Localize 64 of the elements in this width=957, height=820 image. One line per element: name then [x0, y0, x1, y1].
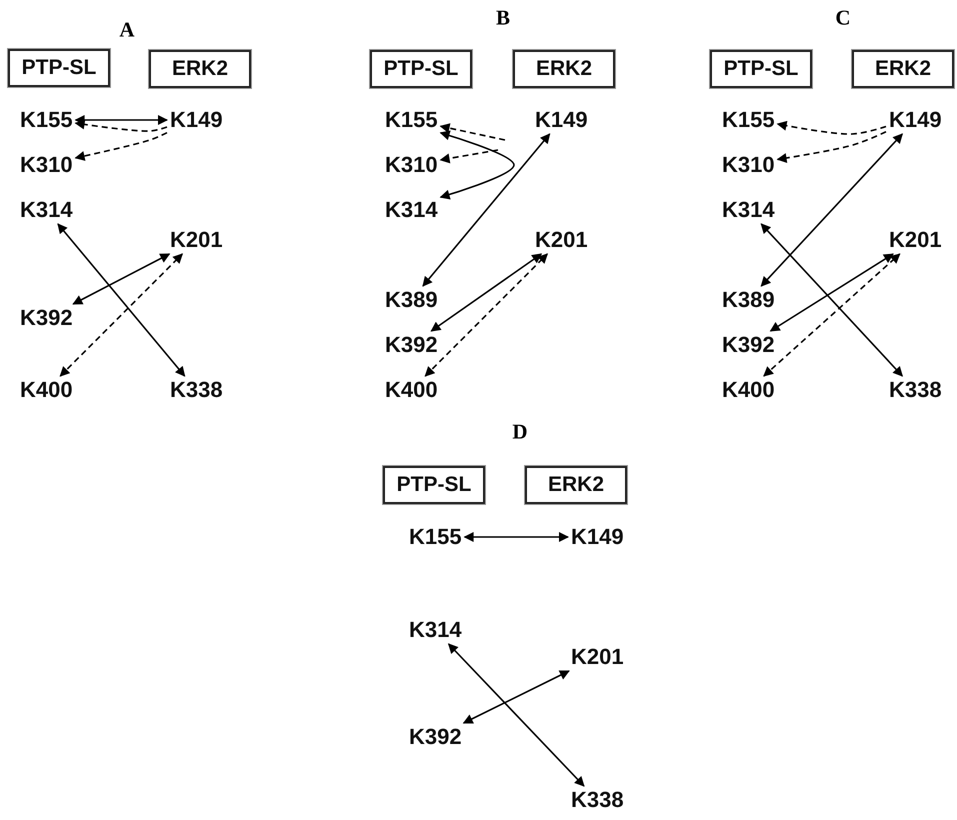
arrow: [760, 223, 903, 377]
protein-box: ERK2: [513, 50, 615, 88]
residue-label: K310: [719, 151, 778, 179]
residue-label: K155: [17, 106, 76, 134]
panel-letter: A: [119, 18, 135, 42]
residue-label: K338: [568, 786, 627, 814]
arrow: [422, 133, 550, 287]
residue-label: K400: [719, 376, 778, 404]
protein-box: PTP-SL: [710, 50, 812, 88]
arrow: [440, 130, 515, 200]
protein-box: ERK2: [852, 50, 954, 88]
residue-label: K201: [167, 226, 226, 254]
arrow: [776, 120, 886, 135]
arrow: [57, 223, 186, 377]
residue-label: K389: [382, 286, 441, 314]
panel-letter: D: [512, 420, 528, 444]
panel-letter: C: [835, 6, 851, 30]
arrow: [448, 643, 585, 787]
protein-box: ERK2: [525, 466, 627, 504]
protein-box: PTP-SL: [370, 50, 472, 88]
arrow: [440, 149, 498, 164]
arrow: [760, 133, 903, 287]
residue-label: K155: [382, 106, 441, 134]
residue-label: K310: [382, 151, 441, 179]
arrow: [424, 253, 548, 377]
residue-label: K400: [17, 376, 76, 404]
residue-label: K392: [382, 331, 441, 359]
arrow: [60, 253, 183, 377]
residue-label: K392: [17, 304, 76, 332]
residue-label: K338: [167, 376, 226, 404]
arrow: [74, 120, 168, 132]
residue-label: K400: [382, 376, 441, 404]
residue-label: K310: [17, 151, 76, 179]
arrow: [430, 253, 542, 332]
residue-label: K201: [532, 226, 591, 254]
residue-label: K149: [568, 523, 627, 551]
arrow: [74, 115, 168, 125]
residue-label: K149: [532, 106, 591, 134]
residue-label: K314: [382, 196, 441, 224]
protein-box: ERK2: [149, 50, 251, 88]
residue-label: K155: [406, 523, 465, 551]
arrow: [72, 253, 170, 305]
residue-label: K155: [719, 106, 778, 134]
residue-label: K314: [406, 616, 465, 644]
residue-label: K389: [719, 286, 778, 314]
residue-label: K201: [568, 643, 627, 671]
residue-label: K201: [886, 226, 945, 254]
panel-letter: B: [496, 6, 510, 30]
residue-label: K149: [886, 106, 945, 134]
residue-label: K149: [167, 106, 226, 134]
residue-label: K314: [17, 196, 76, 224]
protein-box: PTP-SL: [383, 466, 485, 504]
arrow: [462, 670, 570, 724]
residue-label: K392: [719, 331, 778, 359]
residue-label: K392: [406, 723, 465, 751]
arrow: [440, 123, 506, 141]
arrow: [776, 131, 886, 163]
arrow: [770, 253, 894, 332]
arrow: [464, 532, 569, 542]
arrow: [74, 132, 168, 161]
residue-label: K314: [719, 196, 778, 224]
arrow: [763, 253, 900, 377]
residue-label: K338: [886, 376, 945, 404]
protein-box: PTP-SL: [8, 49, 110, 87]
